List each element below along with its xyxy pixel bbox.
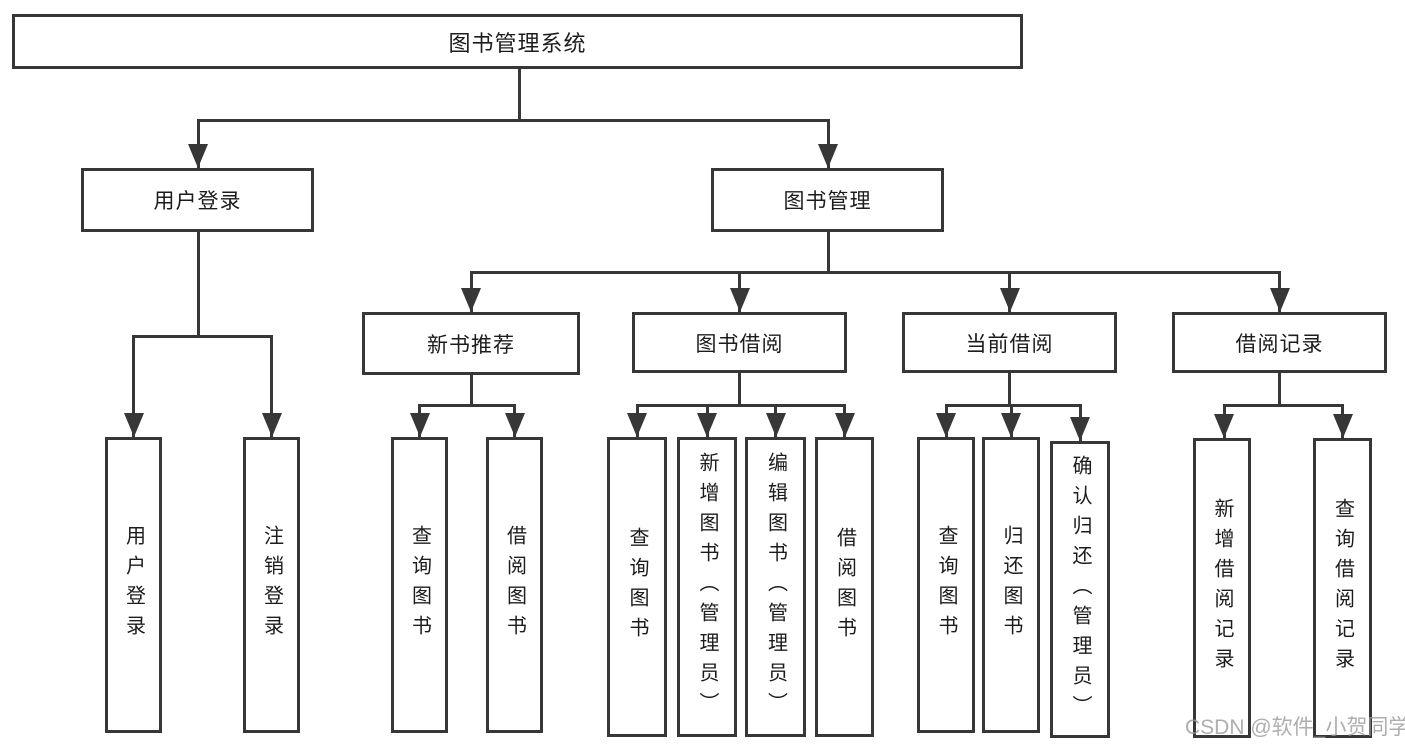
node-book-borrow-label: 图书借阅 [695, 332, 784, 356]
leaf-cb-query-books: 查询图书 [917, 437, 975, 733]
leaf-br-add-record: 新增借阅记录 [1193, 438, 1251, 738]
leaf-user-login: 用户登录 [105, 437, 162, 733]
leaf-nb-query-books: 查询图书 [391, 437, 448, 733]
arrow-down-bb-add [705, 404, 709, 437]
connector-book-borrow-stem [738, 373, 741, 405]
arrow-down-bb-borrow [843, 404, 846, 437]
csdn-watermark: CSDN @软件_小贺同学 [1185, 716, 1405, 739]
node-current-borrow: 当前借阅 [902, 312, 1117, 373]
node-book-mgmt-label: 图书管理 [783, 190, 872, 213]
leaf-cb-return-books: 归还图书 [982, 437, 1040, 733]
arrow-down-cb-confirm [1078, 404, 1082, 441]
node-root-label: 图书管理系统 [448, 30, 587, 56]
leaf-bb-edit-books-admin-label: 编辑图书（管理员） [764, 452, 787, 722]
node-user-login-label: 用户登录 [153, 190, 242, 213]
arrow-down-new-books [469, 271, 473, 312]
leaf-cb-confirm-return-admin-label: 确认归还（管理员） [1069, 454, 1091, 725]
leaf-br-add-record-label: 新增借阅记录 [1211, 498, 1233, 678]
connector-new-books-rail [418, 404, 516, 407]
leaf-bb-add-books-admin-label: 新增图书（管理员） [696, 452, 718, 722]
connector-root-stem [518, 69, 521, 120]
leaf-bb-query-books-label: 查询图书 [626, 527, 648, 647]
arrow-down-leaf-login [132, 335, 135, 437]
leaf-logout: 注销登录 [243, 437, 300, 733]
arrow-down-book-borrow [738, 271, 741, 312]
connector-new-books-stem [469, 375, 473, 405]
leaf-bb-add-books-admin: 新增图书（管理员） [677, 437, 737, 737]
connector-borrow-records-rail [1222, 404, 1344, 407]
node-book-borrow: 图书借阅 [632, 312, 847, 373]
arrow-down-br-query [1341, 404, 1344, 438]
connector-current-borrow-stem [1008, 373, 1011, 405]
leaf-nb-query-books-label: 查询图书 [408, 525, 431, 645]
arrow-down-book-mgmt [826, 119, 830, 168]
arrow-down-nb-query [418, 404, 421, 437]
connector-book-mgmt-stem [826, 232, 830, 273]
node-borrow-records-label: 借阅记录 [1235, 332, 1324, 356]
leaf-bb-borrow-books-label: 借阅图书 [833, 527, 856, 647]
connector-book-mgmt-rail [469, 271, 1281, 274]
leaf-cb-return-books-label: 归还图书 [1000, 525, 1022, 645]
arrow-down-nb-borrow [513, 404, 516, 437]
leaf-nb-borrow-books: 借阅图书 [486, 437, 543, 733]
arrow-down-user-login [196, 119, 200, 168]
leaf-user-login-label: 用户登录 [122, 525, 145, 645]
connector-book-borrow-rail [635, 404, 846, 407]
arrow-down-current-borrow [1008, 271, 1011, 312]
leaf-bb-borrow-books: 借阅图书 [815, 437, 874, 737]
arrow-down-bb-edit [774, 404, 777, 437]
arrow-down-cb-query [944, 404, 948, 437]
connector-user-login-stem [196, 232, 200, 336]
leaf-bb-query-books: 查询图书 [607, 437, 667, 737]
node-root: 图书管理系统 [12, 14, 1023, 69]
connector-root-rail [196, 119, 830, 122]
leaf-nb-borrow-books-label: 借阅图书 [503, 525, 526, 645]
node-current-borrow-label: 当前借阅 [965, 332, 1054, 356]
leaf-br-query-record: 查询借阅记录 [1313, 438, 1372, 738]
leaf-bb-edit-books-admin: 编辑图书（管理员） [745, 437, 806, 737]
connector-user-login-rail [132, 335, 273, 338]
leaf-br-query-record-label: 查询借阅记录 [1331, 498, 1354, 678]
node-new-books: 新书推荐 [362, 312, 580, 375]
connector-current-borrow-rail [944, 404, 1082, 407]
arrow-down-borrow-records [1278, 271, 1281, 312]
leaf-logout-label: 注销登录 [260, 525, 283, 645]
leaf-cb-confirm-return-admin: 确认归还（管理员） [1050, 441, 1110, 738]
leaf-cb-query-books-label: 查询图书 [935, 525, 957, 645]
arrow-down-bb-query [635, 404, 639, 437]
node-book-mgmt: 图书管理 [711, 168, 944, 232]
arrow-down-leaf-logout [270, 335, 273, 437]
node-user-login: 用户登录 [81, 168, 314, 232]
arrow-down-br-add [1222, 404, 1226, 438]
node-new-books-label: 新书推荐 [427, 333, 515, 357]
connector-borrow-records-stem [1278, 373, 1281, 404]
node-borrow-records: 借阅记录 [1172, 312, 1387, 373]
arrow-down-cb-return [1009, 404, 1013, 437]
